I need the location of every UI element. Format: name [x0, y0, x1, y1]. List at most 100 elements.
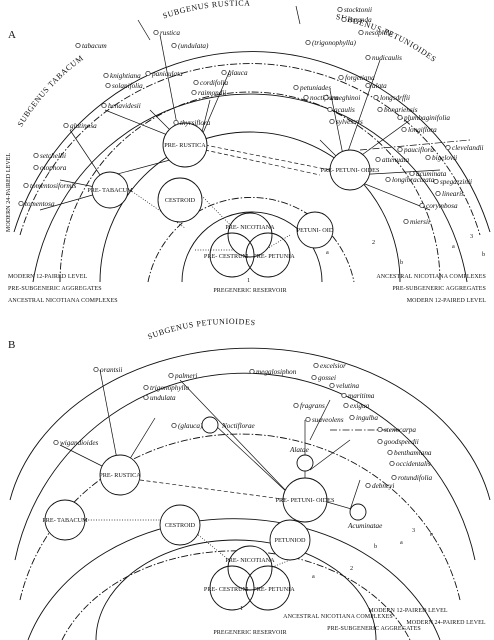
- species-node: [313, 362, 319, 369]
- acuminatae-label: Acuminatae: [347, 522, 383, 530]
- species-node: [397, 146, 403, 153]
- level-labels-a: MODERN 12-PAIRED LEVEL PRE-SUBGENERIC AG…: [8, 274, 486, 304]
- pre-petunia-label: PRE- PETUNIA: [253, 253, 295, 260]
- link: [309, 439, 351, 471]
- arc-mark: b: [400, 259, 403, 266]
- species-b: orantsiiwigandioidespalmeritrigonophyllo…: [53, 362, 432, 490]
- arc-mark: a: [312, 573, 315, 580]
- species-label: maritima: [348, 392, 375, 400]
- divider: [295, 5, 301, 25]
- link: [359, 139, 471, 151]
- node-acuminatae: [349, 503, 367, 521]
- species-label: velutina: [336, 382, 360, 390]
- species-label: palmeri: [174, 372, 197, 380]
- species-node: [349, 414, 355, 421]
- species-label: cordifolia: [200, 79, 228, 87]
- species-label: exigua: [350, 402, 370, 410]
- species-label: fragrans: [300, 402, 325, 410]
- connections-b: [59, 369, 400, 571]
- node-pre-cestrum: [209, 232, 255, 278]
- node-pre-tabacum: [91, 171, 129, 209]
- species-node: [303, 94, 309, 101]
- species-label: corymbosa: [426, 202, 458, 210]
- species-label: bigelovii: [432, 154, 457, 162]
- level-label: ANCESTRAL NICOTIANA COMPLEXES: [376, 274, 486, 280]
- node-petunioid: [296, 211, 334, 249]
- reservoir-label: PREGENERIC RESERVOIR: [213, 288, 286, 294]
- species-label: (undulata): [178, 42, 209, 50]
- species-label: forgetiana: [345, 74, 375, 82]
- pre-rustica-label: PRE- RUSTICA: [99, 472, 141, 479]
- noctiflorae-label: Noctiflorae: [221, 422, 256, 430]
- divider: [137, 19, 151, 41]
- species-node: [153, 29, 159, 36]
- level-label: PRE-SUBGENERIC AGGREGATES: [327, 626, 421, 632]
- center-cluster-b: PRE- NICOTIANA PRE- CESTRUM PRE- PETUNIA…: [42, 416, 383, 611]
- species-label: knightiana: [110, 72, 141, 80]
- arc-level-24: [9, 347, 491, 501]
- species-node: [397, 114, 403, 121]
- species-node: [323, 94, 329, 101]
- species-node: [419, 202, 425, 209]
- species-node: [425, 154, 431, 161]
- species-label: nesophila: [365, 29, 393, 37]
- species-label: miersii: [410, 218, 430, 226]
- petunioid-label: PETUNI- OID: [297, 227, 334, 234]
- node-pre-nicotiana: [227, 545, 273, 591]
- species-node: [311, 374, 317, 381]
- level-label: ANCESTRAL NICOTIANA COMPLEXES: [283, 614, 393, 620]
- species-label: (trigonophylla): [312, 39, 357, 47]
- arc-mark: a: [326, 249, 329, 256]
- arc-level-3: [32, 93, 468, 283]
- link: [349, 479, 361, 511]
- node-pre-petunioides: [329, 149, 371, 191]
- species-label: longiflora: [408, 126, 437, 134]
- species-label: occidentalis: [396, 460, 431, 468]
- species-node: [305, 39, 311, 46]
- species-label: acuminata: [416, 170, 447, 178]
- cestroid-label: CESTROID: [165, 522, 196, 529]
- species-node: [337, 6, 343, 13]
- arc-mark: b: [482, 251, 485, 258]
- species-node: [143, 384, 149, 391]
- node-cestroid: [159, 504, 201, 546]
- species-node: [409, 170, 415, 177]
- species-node: [329, 118, 335, 125]
- species-node: [23, 182, 29, 189]
- node-pre-tabacum: [44, 499, 86, 541]
- species-node: [63, 122, 69, 129]
- species-node: [101, 102, 107, 109]
- node-pre-petunia: [245, 232, 291, 278]
- species-label: benavidesii: [108, 102, 141, 110]
- species-node: [329, 382, 335, 389]
- link: [264, 234, 291, 251]
- species-label: excelsior: [320, 362, 346, 370]
- pre-petunioides-label: PRE- PETUNI- OIDES: [276, 497, 335, 504]
- arc-mark: 1: [247, 277, 250, 284]
- species-label: acaulis: [334, 106, 355, 114]
- alatae-label: Alatae: [289, 446, 310, 454]
- modern-24-paired-label: MODERN 24-PAIRED LEVEL: [6, 152, 12, 232]
- link: [354, 179, 431, 211]
- species-node: [377, 106, 383, 113]
- species-node: [171, 42, 177, 49]
- species-node: [401, 126, 407, 133]
- arc-marks-b: 1 a 2 b a 3 b: [240, 527, 433, 612]
- species-label: undulata: [150, 394, 176, 402]
- species-label: otophora: [40, 164, 67, 172]
- arc-marks-a: 1 a 2 b a 3 b: [247, 233, 485, 284]
- panel-b-letter: B: [8, 339, 15, 351]
- petunioid-label: PETUNIOD: [275, 537, 306, 544]
- panel-a: A SUBGENUS RUSTICA SUBGENUS TABACUM SUBG…: [6, 0, 491, 304]
- node-pre-petunia: [245, 565, 291, 611]
- pre-cestrum-label: PRE- CESTRUM: [204, 586, 249, 593]
- level-label: MODERN 12-PAIRED LEVEL: [368, 608, 448, 614]
- species-label: paniculata: [151, 70, 183, 78]
- species-label: debneyi: [372, 482, 394, 490]
- link: [179, 379, 291, 496]
- species-label: glutinosa: [70, 122, 97, 130]
- species-label: wigandioides: [60, 439, 99, 447]
- arc-mark: a: [452, 243, 455, 250]
- species-node: [435, 190, 441, 197]
- species-label: longsdrffii: [380, 94, 410, 102]
